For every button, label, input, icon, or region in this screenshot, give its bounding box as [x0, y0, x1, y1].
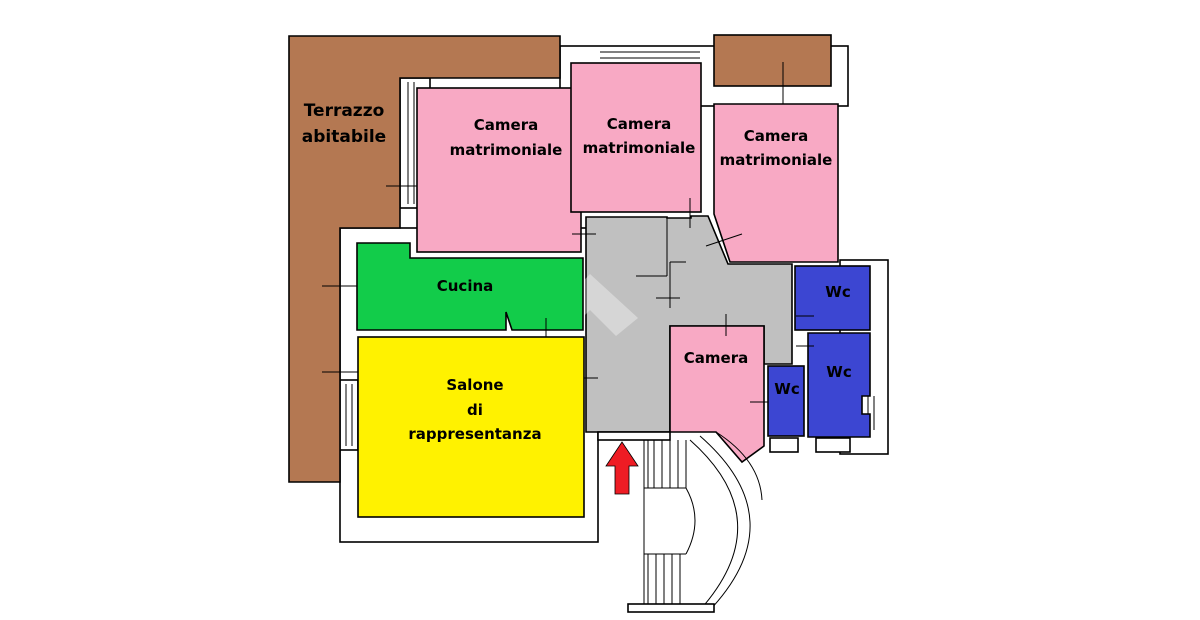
staircase — [597, 431, 763, 613]
salone-label-line2: di — [467, 401, 483, 419]
camera-room — [669, 325, 765, 464]
salone-di-rappresentanza-room — [357, 336, 585, 518]
wc-1-room — [794, 265, 871, 331]
salone-label-line3: rappresentanza — [408, 425, 541, 443]
camera-matrimoniale-3-room — [713, 103, 839, 263]
camera-matrimoniale-3-label-line2: matrimoniale — [720, 151, 833, 169]
cucina-room — [356, 242, 584, 331]
camera-matrimoniale-3-label-line1: Camera — [744, 127, 808, 145]
up-arrow-icon — [605, 441, 639, 495]
terrazzo-label-line2: abitabile — [302, 127, 386, 147]
terrazzo-label-line1: Terrazzo — [304, 101, 385, 121]
salone-label-line1: Salone — [446, 376, 503, 394]
camera-matrimoniale-1-label-line2: matrimoniale — [450, 141, 563, 159]
window-salone — [339, 379, 359, 451]
wc-3-room — [767, 365, 805, 437]
balcony-north — [713, 34, 832, 87]
camera-label: Camera — [684, 349, 748, 367]
wc-3-label: Wc — [774, 380, 799, 398]
camera-matrimoniale-1-label-line1: Camera — [474, 116, 538, 134]
terrazzo-abitabile-room — [288, 35, 561, 483]
wc-1-label: Wc — [825, 283, 850, 301]
wc-2-label: Wc — [826, 363, 851, 381]
wc-2-room — [807, 332, 871, 438]
camera-matrimoniale-2-room — [570, 62, 702, 213]
camera-matrimoniale-1-room — [416, 87, 582, 253]
camera-matrimoniale-2-label-line2: matrimoniale — [583, 139, 696, 157]
camera-matrimoniale-2-label-line1: Camera — [607, 115, 671, 133]
cucina-label: Cucina — [437, 277, 494, 295]
